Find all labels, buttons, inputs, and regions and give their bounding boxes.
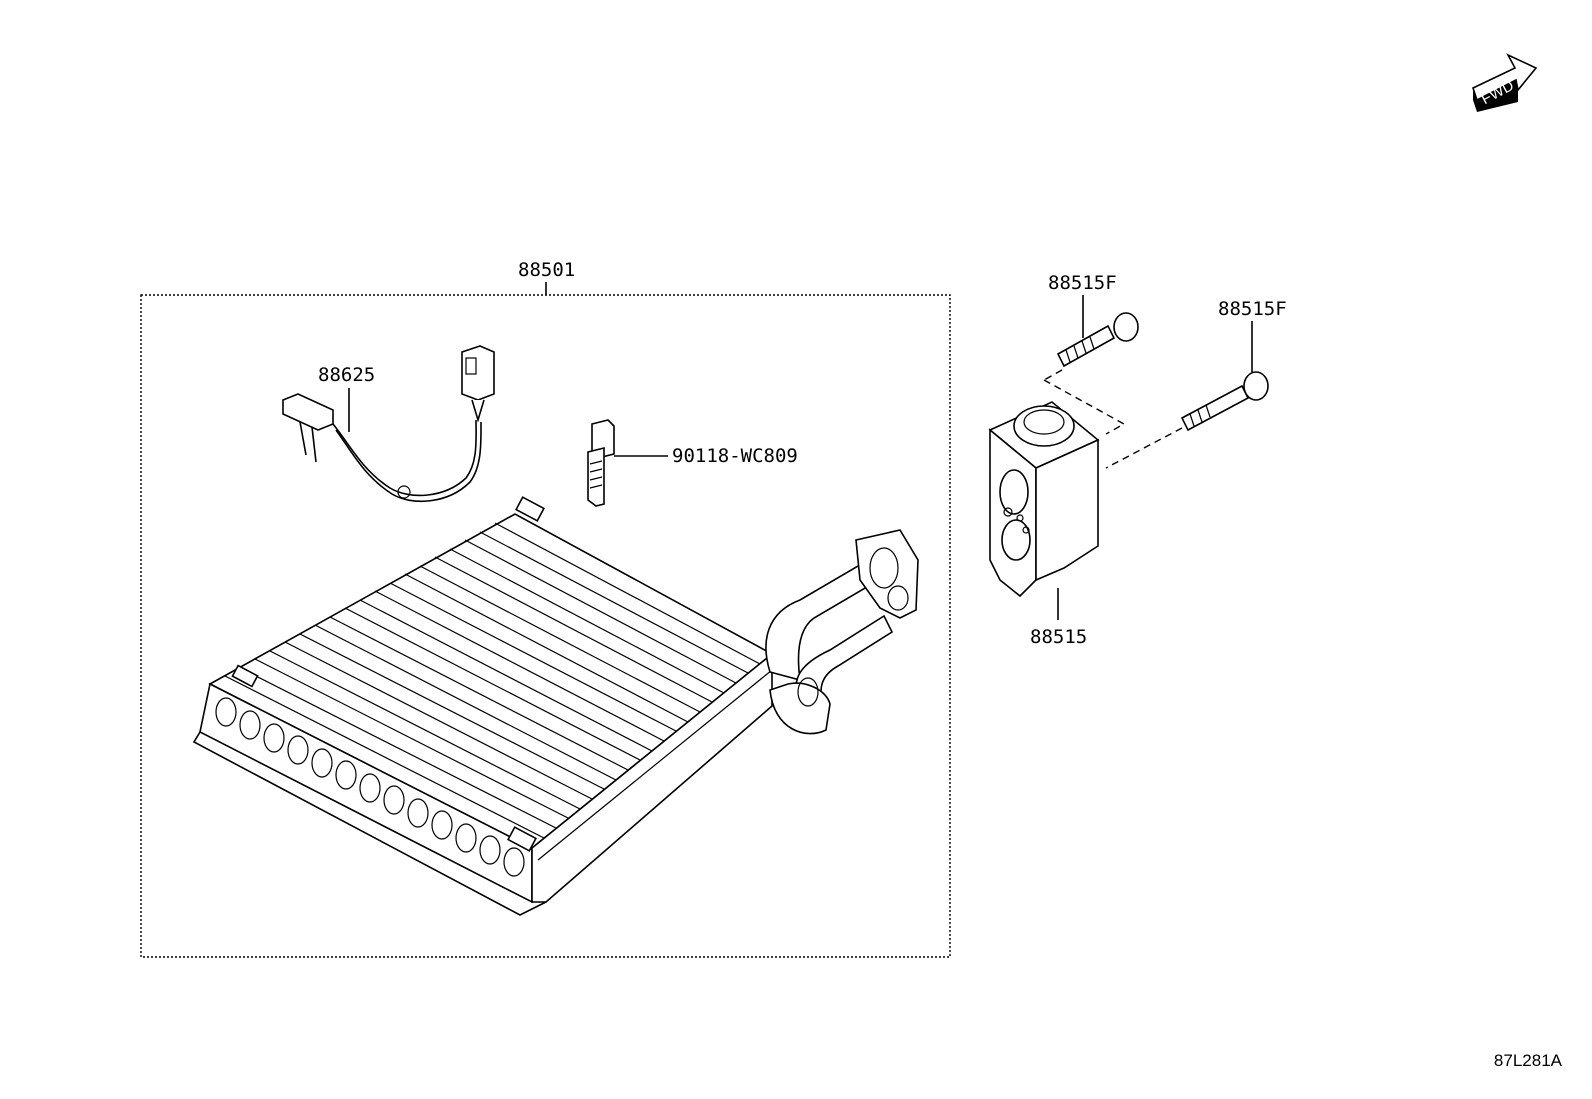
label-88625: 88625 [318, 364, 375, 386]
assembly-line-1 [1043, 369, 1126, 435]
label-88515: 88515 [1030, 626, 1087, 648]
thermistor-sensor [282, 345, 495, 503]
fwd-arrow-icon: FWD [1472, 53, 1538, 112]
evaporator-core [192, 496, 774, 916]
clip-part [587, 419, 615, 507]
label-88501: 88501 [518, 259, 575, 281]
bolt-1 [1056, 312, 1139, 368]
label-88515F-2: 88515F [1218, 298, 1287, 320]
refrigerant-pipes [765, 529, 919, 735]
assembly-line-2 [1105, 427, 1183, 469]
label-90118-WC809: 90118-WC809 [672, 445, 798, 467]
label-88515F-1: 88515F [1048, 272, 1117, 294]
expansion-valve [988, 401, 1100, 598]
bolt-2 [1180, 371, 1269, 432]
assembly-frame [140, 294, 951, 958]
diagram-code: 87L281A [1493, 1051, 1562, 1070]
